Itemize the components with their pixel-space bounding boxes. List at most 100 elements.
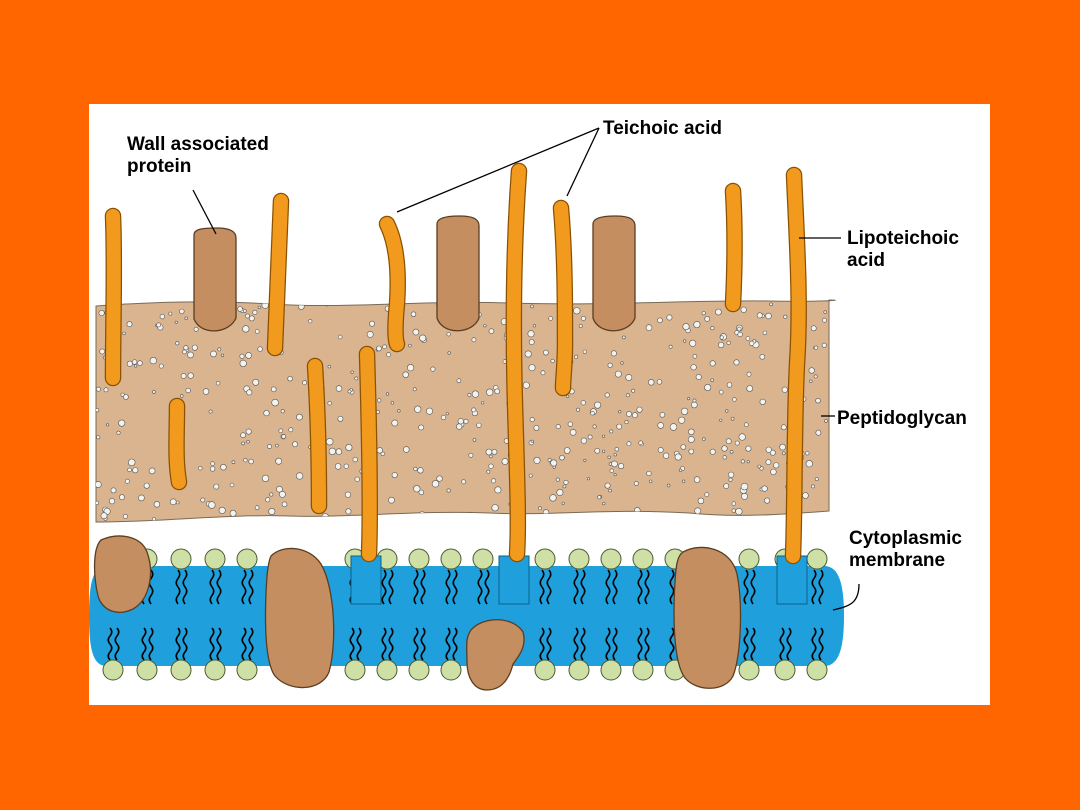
phospholipid-tail: [811, 627, 817, 661]
phospholipid-tail: [413, 627, 419, 661]
peptidoglycan-dot: [563, 479, 569, 485]
peptidoglycan-dot: [430, 366, 436, 372]
peptidoglycan-dot: [662, 452, 670, 459]
label-wall-associated-protein-line2: protein: [127, 156, 192, 177]
membrane-protein-2: [264, 547, 335, 689]
peptidoglycan-dot: [278, 428, 284, 434]
peptidoglycan-dot: [118, 419, 126, 427]
peptidoglycan-dot: [601, 434, 605, 438]
peptidoglycan-dot: [616, 423, 623, 430]
peptidoglycan-dot: [823, 310, 827, 314]
peptidoglycan-dot: [402, 371, 409, 378]
peptidoglycan-dot: [738, 433, 746, 441]
peptidoglycan-dot: [210, 350, 217, 358]
peptidoglycan-dot: [656, 379, 663, 385]
peptidoglycan-dot: [815, 429, 822, 436]
peptidoglycan-dot: [822, 317, 827, 323]
label-cytoplasmic-membrane-line2: membrane: [849, 550, 946, 571]
peptidoglycan-dot: [229, 509, 237, 517]
phospholipid-tail: [356, 627, 362, 661]
peptidoglycan-dot: [764, 497, 771, 504]
peptidoglycan-dot: [781, 451, 786, 456]
peptidoglycan-dot: [733, 359, 740, 366]
peptidoglycan-dot: [693, 476, 701, 483]
phospholipid-head: [204, 548, 226, 570]
peptidoglycan-dot: [611, 460, 618, 468]
peptidoglycan-dot: [156, 322, 162, 328]
peptidoglycan-dot: [327, 401, 332, 406]
peptidoglycan-dot: [666, 314, 673, 321]
peptidoglycan-dot: [734, 440, 740, 446]
peptidoglycan-dot: [494, 388, 501, 395]
peptidoglycan-dot: [345, 443, 353, 451]
peptidoglycan-dot: [580, 400, 586, 406]
peptidoglycan-dot: [610, 512, 618, 520]
peptidoglycan-dot: [120, 392, 125, 397]
peptidoglycan-dot: [246, 389, 253, 396]
peptidoglycan-dot: [193, 326, 199, 332]
peptidoglycan-dot: [621, 335, 626, 340]
phospholipid-tail: [612, 569, 618, 605]
peptidoglycan-dot: [116, 430, 121, 435]
peptidoglycan-dot: [726, 382, 733, 388]
peptidoglycan-dot: [757, 464, 762, 469]
peptidoglycan-dot: [276, 485, 283, 493]
peptidoglycan-dot: [805, 451, 810, 456]
label-cytoplasmic-membrane: Cytoplasmic membrane: [849, 528, 962, 572]
phospholipid-tail: [539, 627, 545, 661]
peptidoglycan-dot: [403, 446, 410, 453]
peptidoglycan-dot: [241, 441, 245, 446]
phospholipid-head: [774, 659, 796, 681]
peptidoglycan-dot: [486, 388, 494, 396]
peptidoglycan-dot: [469, 516, 475, 521]
phospholipid-tail: [209, 627, 215, 661]
peptidoglycan-dot: [626, 411, 632, 417]
peptidoglycan-dot: [491, 504, 499, 512]
peptidoglycan-dot: [555, 424, 561, 430]
peptidoglycan-dot: [646, 470, 652, 477]
peptidoglycan-dot: [781, 386, 788, 393]
peptidoglycan-dot: [414, 405, 422, 413]
peptidoglycan-dot: [731, 501, 736, 506]
wall-protein-2: [436, 215, 480, 332]
phospholipid-head: [738, 659, 760, 681]
peptidoglycan-dot: [759, 398, 766, 406]
peptidoglycan-dot: [377, 398, 382, 403]
teichoic-rod-2: [268, 194, 288, 355]
leader-teichoic-1: [396, 127, 600, 213]
peptidoglycan-dot: [246, 440, 250, 444]
peptidoglycan-dot: [133, 364, 138, 368]
peptidoglycan-dot: [657, 422, 665, 429]
peptidoglycan-dot: [468, 452, 474, 458]
peptidoglycan-dot: [613, 453, 617, 457]
peptidoglycan-dot: [175, 500, 180, 505]
peptidoglycan-dot: [731, 508, 736, 513]
peptidoglycan-dot: [122, 513, 128, 519]
peptidoglycan-dot: [532, 324, 537, 328]
peptidoglycan-dot: [391, 419, 399, 427]
phospholipid-tail: [743, 627, 749, 661]
phospholipid-tail: [216, 569, 222, 605]
peptidoglycan-dot: [245, 428, 252, 435]
peptidoglycan-dot: [456, 423, 463, 430]
peptidoglycan-dot: [680, 407, 689, 416]
peptidoglycan-dot: [694, 507, 702, 515]
phospholipid-head: [534, 659, 556, 681]
teichoic-rod-9: [726, 184, 742, 311]
peptidoglycan-dot: [302, 380, 307, 386]
peptidoglycan-dot: [736, 326, 742, 332]
phospholipid-tail: [148, 569, 154, 605]
peptidoglycan-dot: [445, 412, 449, 416]
phospholipid-head: [170, 659, 192, 681]
peptidoglycan-dot: [547, 457, 552, 462]
peptidoglycan-dot: [471, 390, 480, 398]
peptidoglycan-dot: [690, 364, 697, 371]
peptidoglycan-dot: [562, 484, 567, 489]
peptidoglycan-dot: [152, 390, 156, 394]
peptidoglycan-dot: [252, 309, 258, 315]
peptidoglycan-dot: [248, 458, 254, 465]
peptidoglycan-dot: [567, 421, 573, 427]
peptidoglycan-dot: [100, 512, 108, 520]
peptidoglycan-dot: [723, 483, 730, 489]
anchor-block-2: [498, 555, 530, 605]
